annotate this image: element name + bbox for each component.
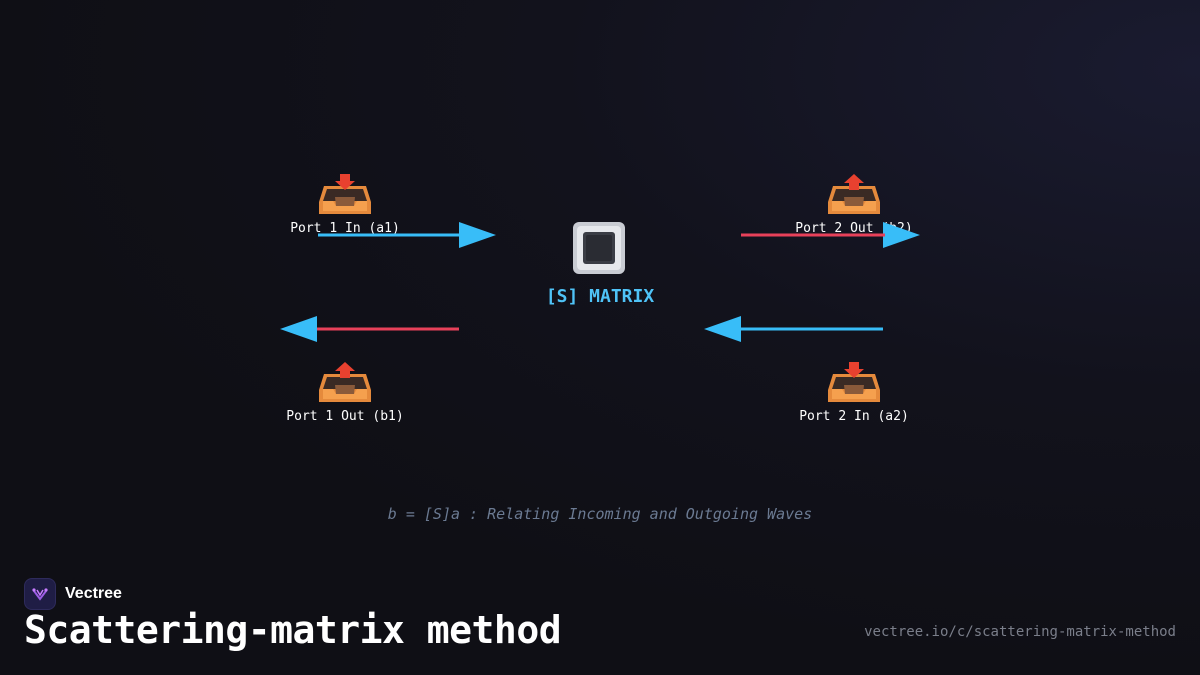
port-label-b1: Port 1 Out (b1) bbox=[286, 409, 403, 424]
port-a1: Port 1 In (a1) bbox=[290, 174, 400, 236]
inbox-tray-icon bbox=[828, 362, 880, 402]
wave-b1-outgoing bbox=[280, 316, 459, 342]
brand: Vectree bbox=[24, 577, 122, 611]
port-label-a1: Port 1 In (a1) bbox=[290, 221, 400, 236]
outbox-tray-icon bbox=[319, 362, 371, 402]
outbox-tray-icon bbox=[828, 174, 880, 214]
port-b1: Port 1 Out (b1) bbox=[286, 362, 404, 424]
port-a2: Port 2 In (a2) bbox=[799, 362, 909, 424]
wave-a1-incident bbox=[318, 222, 496, 248]
port-label-a2: Port 2 In (a2) bbox=[799, 409, 909, 424]
matrix-label: [S] MATRIX bbox=[546, 286, 655, 307]
vectree-logo-icon bbox=[24, 578, 56, 610]
brand-name: Vectree bbox=[65, 585, 122, 602]
page-title: Scattering-matrix method bbox=[24, 608, 562, 652]
s-matrix-node: [S] MATRIX bbox=[546, 222, 655, 307]
wave-b2-outgoing bbox=[741, 222, 920, 248]
equation-caption: b = [S]a : Relating Incoming and Outgoin… bbox=[388, 505, 812, 523]
matrix-block-icon bbox=[573, 222, 625, 274]
page-url: vectree.io/c/scattering-matrix-method bbox=[864, 624, 1176, 640]
wave-a2-incident bbox=[704, 316, 883, 342]
inbox-tray-icon bbox=[319, 174, 371, 214]
